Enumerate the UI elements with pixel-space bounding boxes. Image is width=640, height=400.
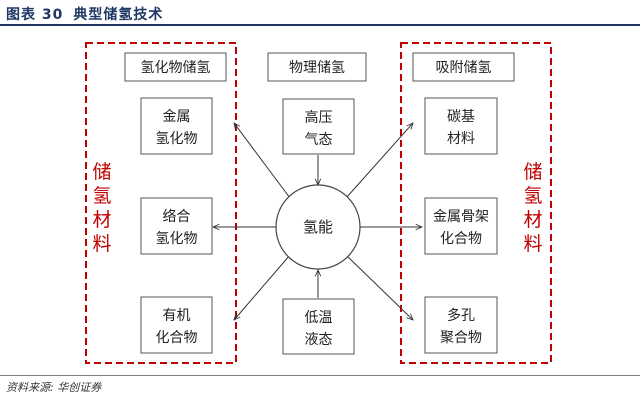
header-adsorption-text: 吸附储氢 <box>436 60 492 76</box>
node-porous-polymer-line1: 多孔 <box>447 307 475 324</box>
left-group-frame <box>85 42 237 364</box>
source-note: 资料来源: 华创证券 <box>6 381 102 394</box>
title-rule <box>0 24 640 26</box>
side-label-right-char: 氢 <box>523 185 542 207</box>
header-adsorption: 吸附储氢 <box>412 52 515 82</box>
side-label-right-char: 料 <box>523 233 542 255</box>
figure-label: 图表 30 <box>6 7 64 23</box>
node-low-temperature-liquid: 低温 液态 <box>282 298 355 355</box>
header-physical-text: 物理储氢 <box>289 60 345 76</box>
side-label-left-char: 料 <box>92 233 111 255</box>
node-carbon-material: 碳基 材料 <box>424 97 498 155</box>
arrow-to-carbon-material <box>345 123 413 199</box>
node-low-temperature-line2: 液态 <box>305 332 333 348</box>
header-hydride: 氢化物储氢 <box>124 52 227 82</box>
side-label-left-char: 氢 <box>92 185 111 207</box>
arrow-to-organic-compound <box>234 254 291 320</box>
node-metal-hydride-line2: 氢化物 <box>156 131 198 147</box>
node-porous-polymer: 多孔 聚合物 <box>424 296 498 354</box>
node-carbon-material-line1: 碳基 <box>447 108 475 125</box>
node-metal-organic-framework: 金属骨架 化合物 <box>424 197 498 255</box>
right-group-frame <box>400 42 552 364</box>
node-high-pressure-line2: 气态 <box>305 132 333 148</box>
header-hydride-text: 氢化物储氢 <box>141 60 211 76</box>
node-complex-hydride-line2: 氢化物 <box>156 231 198 247</box>
side-label-right: 储 氢 材 料 <box>523 161 542 255</box>
header-physical: 物理储氢 <box>267 52 367 82</box>
figure-title-text: 典型储氢技术 <box>73 7 164 23</box>
node-low-temperature-line1: 低温 <box>305 310 333 326</box>
side-label-left: 储 氢 材 料 <box>92 161 111 255</box>
hydrogen-storage-diagram: 氢化物储氢 物理储氢 吸附储氢 储 氢 材 料 储 氢 材 料 氢能 <box>85 42 552 364</box>
node-complex-hydride: 络合 氢化物 <box>140 197 213 255</box>
node-organic-compound-line1: 有机 <box>163 308 191 324</box>
side-label-right-char: 材 <box>523 209 542 231</box>
node-organic-compound: 有机 化合物 <box>140 296 213 354</box>
side-label-left-char: 材 <box>92 209 111 231</box>
node-mof-line1: 金属骨架 <box>433 209 489 225</box>
arrow-to-metal-hydride <box>234 123 291 199</box>
node-organic-compound-line2: 化合物 <box>156 330 198 346</box>
source-rule <box>0 375 640 376</box>
node-high-pressure-line1: 高压 <box>305 109 333 126</box>
side-label-left-char: 储 <box>92 161 111 183</box>
hub-label: 氢能 <box>303 218 333 236</box>
node-mof-line2: 化合物 <box>440 231 482 247</box>
side-label-right-char: 储 <box>523 161 542 183</box>
node-high-pressure-gas: 高压 气态 <box>282 98 355 155</box>
hub-hydrogen-energy: 氢能 <box>275 184 361 270</box>
node-metal-hydride: 金属 氢化物 <box>140 97 213 155</box>
node-porous-polymer-line2: 聚合物 <box>440 330 482 346</box>
node-complex-hydride-line1: 络合 <box>163 209 191 225</box>
arrow-to-porous-polymer <box>345 254 413 320</box>
node-carbon-material-line2: 材料 <box>447 131 475 147</box>
figure-title: 图表 30 典型储氢技术 <box>6 4 163 24</box>
node-metal-hydride-line1: 金属 <box>163 109 191 125</box>
connector-arrows <box>213 123 422 320</box>
